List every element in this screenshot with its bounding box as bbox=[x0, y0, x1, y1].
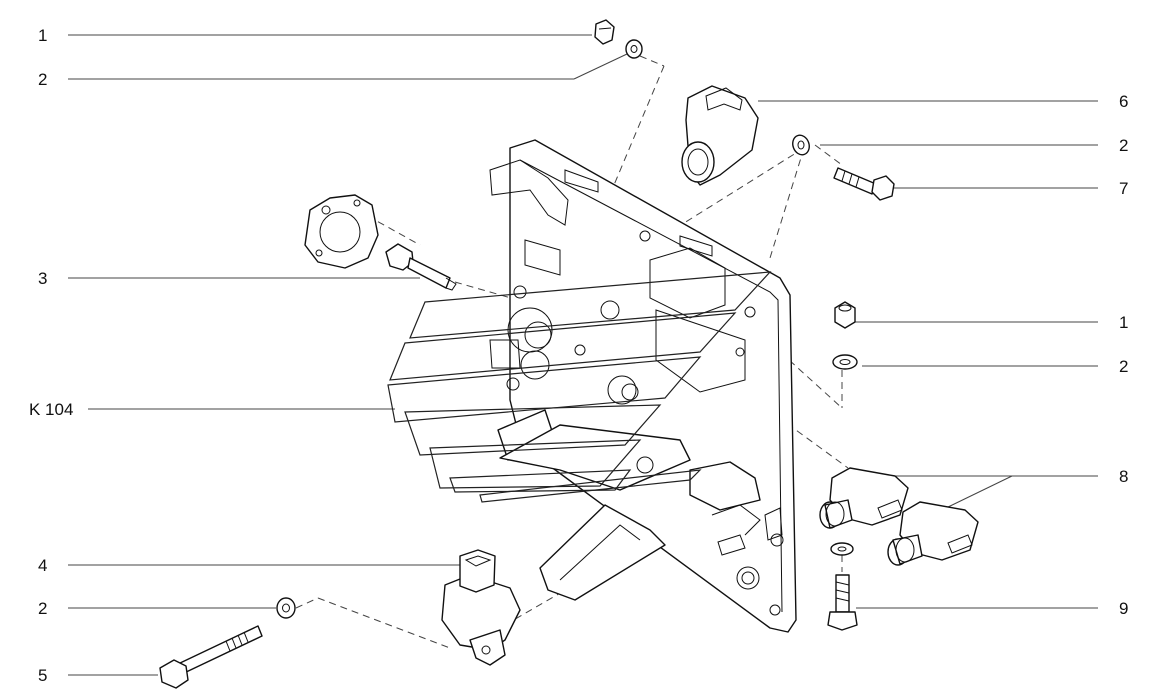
flange-sensor-part-3 bbox=[304, 194, 457, 291]
callout-3: 3 bbox=[38, 269, 47, 288]
nut-part-1-upper bbox=[594, 19, 615, 45]
callout-1-right: 1 bbox=[1119, 313, 1128, 332]
bolt-part-9 bbox=[827, 574, 858, 631]
pedal-frame-k104 bbox=[489, 139, 797, 633]
callout-2-top: 2 bbox=[38, 70, 47, 89]
washer-part-2-right-upper bbox=[792, 134, 810, 156]
callout-6: 6 bbox=[1119, 92, 1128, 111]
leader-lines bbox=[68, 34, 1098, 676]
connector-part-6 bbox=[681, 85, 759, 186]
callout-7: 7 bbox=[1119, 179, 1128, 198]
callout-labels: 1 2 3 K 104 4 2 5 6 2 7 1 2 8 9 bbox=[29, 26, 1128, 685]
callout-9: 9 bbox=[1119, 599, 1128, 618]
callout-2-right-upper: 2 bbox=[1119, 136, 1128, 155]
bolt-part-7 bbox=[833, 167, 895, 201]
callout-8: 8 bbox=[1119, 467, 1128, 486]
callout-4: 4 bbox=[38, 556, 47, 575]
callout-2-lower-left: 2 bbox=[38, 599, 47, 618]
callout-5: 5 bbox=[38, 666, 47, 685]
callout-2-right: 2 bbox=[1119, 357, 1128, 376]
callout-1-top: 1 bbox=[38, 26, 47, 45]
washer-part-2-lower bbox=[276, 597, 296, 619]
washer-part-2-upper bbox=[625, 39, 643, 59]
washer-part-2-bottom-right bbox=[830, 542, 854, 556]
washer-part-2-right bbox=[832, 354, 858, 370]
switch-part-8-front bbox=[819, 467, 909, 529]
switch-part-8-back bbox=[887, 501, 979, 566]
watermark-logo bbox=[387, 271, 772, 503]
connector-part-4 bbox=[441, 549, 521, 666]
bolt-part-5 bbox=[159, 625, 263, 689]
nut-part-1-right bbox=[834, 301, 856, 329]
callout-k104: K 104 bbox=[29, 400, 73, 419]
